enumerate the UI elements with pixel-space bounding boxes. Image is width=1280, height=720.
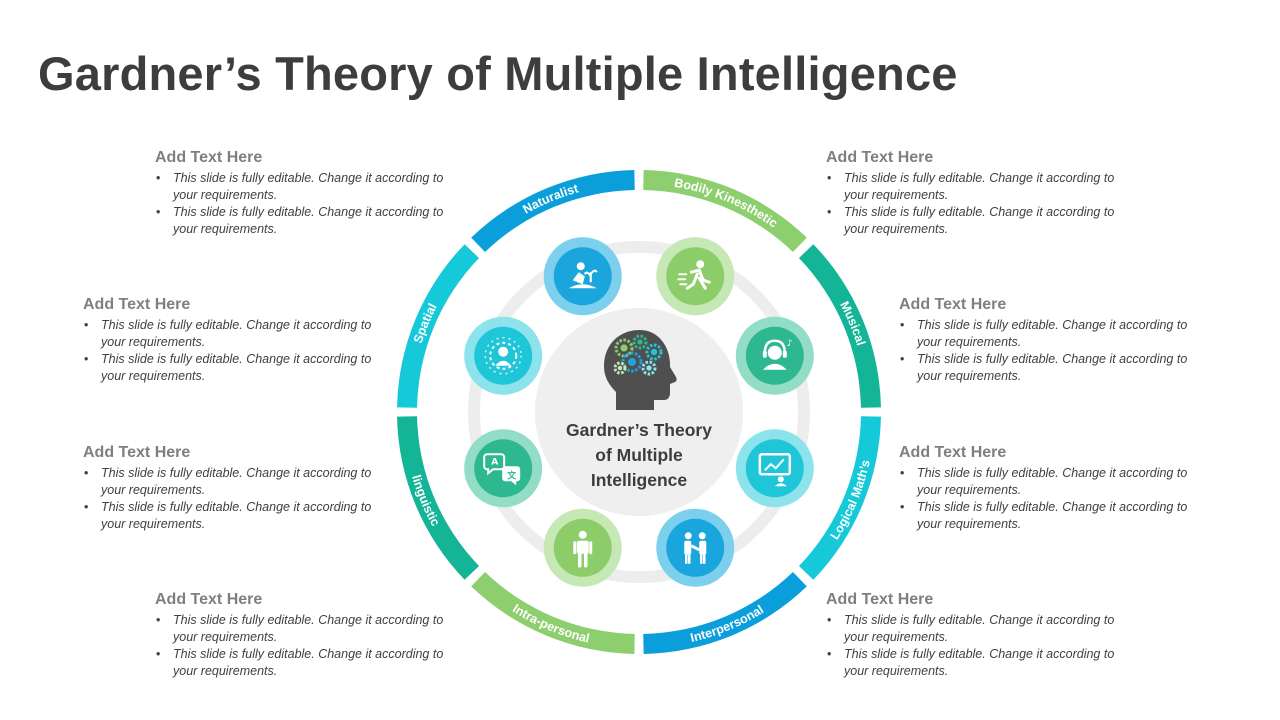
bullet-item: This slide is fully editable. Change it …	[899, 465, 1199, 499]
text-block-heading: Add Text Here	[155, 149, 263, 166]
center-disc	[535, 308, 743, 516]
center-title-line: Intelligence	[591, 470, 688, 490]
text-block-upper-left: Add Text Here This slide is fully editab…	[83, 296, 383, 385]
text-block-lower-left: Add Text Here This slide is fully editab…	[83, 444, 383, 533]
text-block-heading: Add Text Here	[155, 591, 263, 608]
bullet-item: This slide is fully editable. Change it …	[83, 465, 383, 499]
presentation-board-icon	[735, 429, 814, 508]
handshake-people-icon	[656, 508, 735, 587]
bullet-list: This slide is fully editable. Change it …	[899, 317, 1199, 385]
text-block-heading: Add Text Here	[83, 444, 191, 461]
text-block-bottom-right: Add Text Here This slide is fully editab…	[826, 591, 1126, 680]
bullet-list: This slide is fully editable. Change it …	[155, 612, 455, 680]
bullet-item: This slide is fully editable. Change it …	[83, 317, 383, 351]
svg-text:文: 文	[506, 469, 517, 481]
segment-musical	[798, 244, 881, 408]
bullet-item: This slide is fully editable. Change it …	[155, 612, 455, 646]
text-block-heading: Add Text Here	[899, 296, 1007, 313]
segment-naturalist	[471, 170, 635, 253]
bullet-item: This slide is fully editable. Change it …	[155, 646, 455, 680]
segment-label: Bodily Kinesthetic	[673, 176, 780, 231]
segment-interpersonal	[643, 571, 807, 654]
center-title-line: of Multiple	[595, 445, 683, 465]
gardening-person-icon	[543, 237, 622, 316]
running-person-icon	[656, 237, 735, 316]
text-block-heading: Add Text Here	[83, 296, 191, 313]
segment-intra-personal	[471, 571, 635, 654]
bullet-list: This slide is fully editable. Change it …	[826, 612, 1126, 680]
center-title-line: Gardner’s Theory	[566, 420, 712, 440]
bullet-item: This slide is fully editable. Change it …	[83, 351, 383, 385]
slide-title: Gardner’s Theory of Multiple Intelligenc…	[38, 47, 958, 100]
svg-text:♪: ♪	[787, 339, 793, 349]
bullet-list: This slide is fully editable. Change it …	[155, 170, 455, 238]
bullet-item: This slide is fully editable. Change it …	[826, 612, 1126, 646]
bullet-list: This slide is fully editable. Change it …	[83, 317, 383, 385]
segment-logical-math-s	[798, 416, 881, 580]
text-block-top-right: Add Text Here This slide is fully editab…	[826, 149, 1126, 238]
segment-linguistic	[397, 416, 480, 580]
bullet-item: This slide is fully editable. Change it …	[826, 646, 1126, 680]
segment-spatial	[397, 244, 480, 408]
svg-text:A: A	[491, 457, 498, 467]
text-block-heading: Add Text Here	[899, 444, 1007, 461]
bullet-item: This slide is fully editable. Change it …	[826, 204, 1126, 238]
translation-bubbles-icon: A文	[464, 429, 543, 508]
text-block-bottom-left: Add Text Here This slide is fully editab…	[155, 591, 455, 680]
bullet-item: This slide is fully editable. Change it …	[899, 499, 1199, 533]
bullet-list: This slide is fully editable. Change it …	[826, 170, 1126, 238]
bullet-item: This slide is fully editable. Change it …	[899, 351, 1199, 385]
inner-ring	[468, 241, 810, 583]
head-gears-icon	[604, 330, 677, 410]
text-block-upper-right: Add Text Here This slide is fully editab…	[899, 296, 1199, 385]
text-block-top-left: Add Text Here This slide is fully editab…	[155, 149, 455, 238]
text-block-lower-right: Add Text Here This slide is fully editab…	[899, 444, 1199, 533]
bullet-item: This slide is fully editable. Change it …	[155, 170, 455, 204]
bullet-item: This slide is fully editable. Change it …	[826, 170, 1126, 204]
bullet-list: This slide is fully editable. Change it …	[899, 465, 1199, 533]
text-block-heading: Add Text Here	[826, 591, 934, 608]
headphones-person-icon: ♪	[735, 316, 814, 395]
segment-bodily-kinesthetic	[643, 170, 807, 253]
person-radar-icon	[464, 316, 543, 395]
text-block-heading: Add Text Here	[826, 149, 934, 166]
bullet-item: This slide is fully editable. Change it …	[155, 204, 455, 238]
bullet-item: This slide is fully editable. Change it …	[83, 499, 383, 533]
standing-person-icon	[543, 508, 622, 587]
bullet-item: This slide is fully editable. Change it …	[899, 317, 1199, 351]
bullet-list: This slide is fully editable. Change it …	[83, 465, 383, 533]
